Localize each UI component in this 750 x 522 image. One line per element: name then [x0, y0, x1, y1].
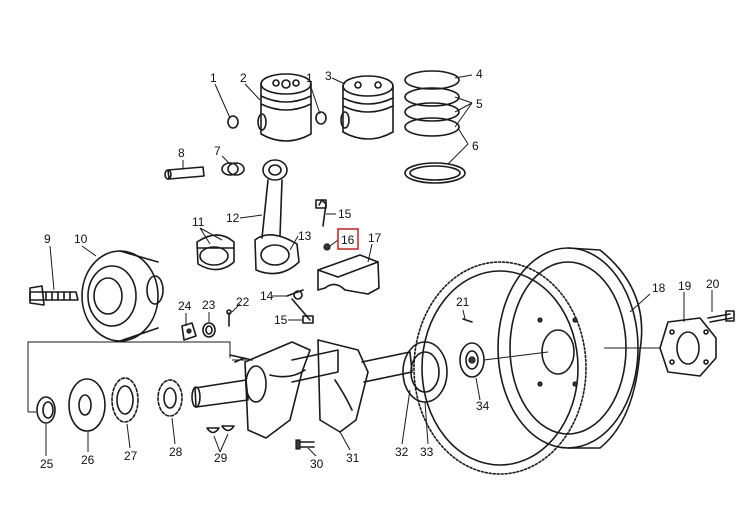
piston-pin-circlip-left[interactable]	[227, 115, 239, 129]
callout-22: 22	[236, 295, 250, 309]
crankshaft-plug-screw[interactable]	[295, 439, 315, 450]
piston-assembly-3[interactable]	[340, 75, 394, 140]
piston-pin-circlip-right[interactable]	[315, 111, 327, 125]
callout-7: 7	[214, 144, 221, 158]
callout-6: 6	[472, 139, 479, 153]
callout-12: 12	[226, 211, 240, 225]
callout-3: 3	[325, 69, 332, 83]
callout-11: 11	[192, 215, 205, 229]
leader-lines	[27, 74, 713, 457]
callout-10: 10	[74, 232, 88, 246]
callout-2: 2	[240, 71, 247, 85]
callout-23: 23	[202, 298, 216, 312]
pulley-bolt[interactable]	[29, 285, 79, 306]
callout-18: 18	[652, 281, 666, 295]
crankshaft-front-sleeve[interactable]	[36, 396, 56, 424]
compression-rings[interactable]	[404, 70, 460, 137]
callout-32: 32	[395, 445, 409, 459]
pilot-bearing[interactable]	[459, 342, 485, 378]
callout-1b: 1	[306, 71, 313, 85]
conrod-bolt-lower[interactable]	[286, 289, 314, 324]
sealing-washer[interactable]	[202, 322, 216, 338]
flywheel-lock-plate[interactable]	[659, 317, 717, 377]
flywheel-ring-gear[interactable]	[413, 261, 587, 475]
oil-ring[interactable]	[404, 162, 466, 184]
oil-thrower-disc[interactable]	[68, 378, 106, 432]
callout-20: 20	[706, 277, 720, 291]
callout-14: 14	[260, 289, 274, 303]
callout-31: 31	[346, 451, 360, 465]
connecting-rod[interactable]	[254, 159, 300, 275]
callout-17: 17	[368, 231, 382, 245]
oil-gallery-plug[interactable]	[181, 322, 197, 341]
callout-30: 30	[310, 457, 324, 471]
callout-labels: 1 2 1 3 4 5 6 8 7 12 11 13 15 16 17 14 1…	[40, 67, 720, 471]
conrod-bolt-upper[interactable]	[315, 199, 327, 227]
callout-16: 16	[341, 233, 355, 247]
timing-gear-large[interactable]	[111, 377, 139, 423]
callout-21: 21	[456, 295, 470, 309]
callout-8: 8	[178, 146, 185, 160]
dowel-pin[interactable]	[226, 309, 232, 327]
callout-28: 28	[169, 445, 183, 459]
callout-19: 19	[678, 279, 692, 293]
locating-pin[interactable]	[462, 318, 473, 323]
main-bearing-cap[interactable]	[317, 254, 380, 295]
callout-9: 9	[44, 232, 51, 246]
big-end-bearing-shells[interactable]	[196, 234, 235, 271]
crankshaft-pulley[interactable]	[81, 250, 164, 342]
callout-26: 26	[81, 453, 95, 467]
piston-pin[interactable]	[164, 166, 205, 180]
highlight-box-16	[337, 228, 359, 250]
woodruff-keys[interactable]	[206, 425, 235, 434]
callout-15a: 15	[338, 207, 352, 221]
callout-27: 27	[124, 449, 138, 463]
callout-1a: 1	[210, 71, 217, 85]
callout-25: 25	[40, 457, 54, 471]
callout-33: 33	[420, 445, 434, 459]
callout-5: 5	[476, 97, 483, 111]
callout-15b: 15	[274, 313, 288, 327]
callout-4: 4	[476, 67, 483, 81]
callout-24: 24	[178, 299, 192, 313]
callout-34: 34	[476, 399, 490, 413]
flywheel-bolt[interactable]	[707, 310, 735, 323]
piston-assembly-2[interactable]	[257, 73, 312, 142]
callout-13: 13	[298, 229, 312, 243]
timing-gear-small[interactable]	[157, 379, 183, 417]
small-end-bush[interactable]	[221, 162, 245, 176]
crankshaft[interactable]	[191, 339, 413, 439]
callout-29: 29	[214, 451, 228, 465]
lock-washer[interactable]	[323, 243, 331, 251]
